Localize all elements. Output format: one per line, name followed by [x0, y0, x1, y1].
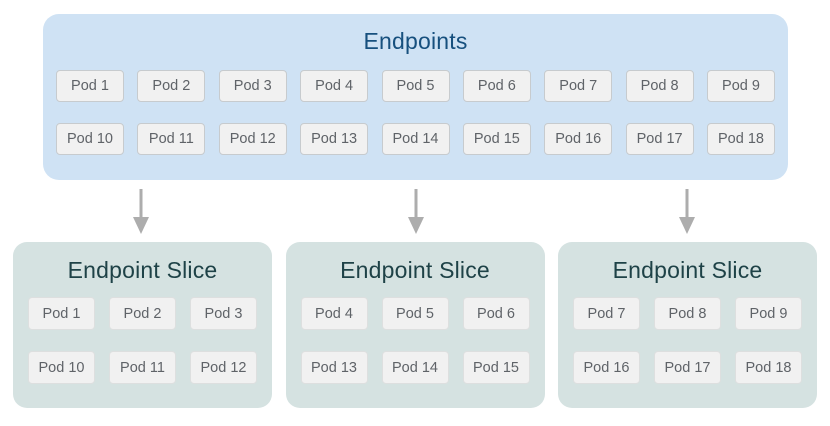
down-arrow-icon [133, 189, 149, 234]
pod-chip: Pod 16 [544, 123, 613, 155]
pod-chip: Pod 4 [300, 297, 368, 330]
slice-pod-row-1: Pod 7 Pod 8 Pod 9 [558, 297, 817, 330]
pod-chip: Pod 17 [625, 123, 694, 155]
pod-chip: Pod 13 [300, 123, 369, 155]
pod-chip: Pod 6 [462, 297, 530, 330]
pod-chip: Pod 7 [544, 70, 613, 102]
endpoint-slice-title: Endpoint Slice [67, 257, 218, 283]
endpoints-pod-row-1: Pod 1 Pod 2 Pod 3 Pod 4 Pod 5 Pod 6 Pod … [43, 70, 788, 102]
pod-chip: Pod 9 [735, 297, 802, 330]
pod-chip: Pod 18 [707, 123, 775, 155]
pod-chip: Pod 8 [625, 70, 694, 102]
endpoint-slice-box-2: Endpoint Slice Pod 4 Pod 5 Pod 6 Pod 13 … [285, 242, 545, 408]
pod-chip: Pod 2 [109, 297, 176, 330]
pod-chip: Pod 11 [137, 123, 206, 155]
slice-pod-row-2: Pod 13 Pod 14 Pod 15 [286, 351, 545, 384]
endpoint-slice-title: Endpoint Slice [612, 257, 763, 283]
endpoints-title: Endpoints [363, 28, 468, 54]
slice-pod-row-2: Pod 10 Pod 11 Pod 12 [13, 351, 272, 384]
pod-chip: Pod 1 [56, 70, 124, 102]
pod-chip: Pod 3 [218, 70, 287, 102]
pod-chip: Pod 5 [381, 297, 449, 330]
pod-chip: Pod 12 [218, 123, 287, 155]
arrows-row [0, 189, 830, 234]
pod-chip: Pod 14 [381, 351, 449, 384]
endpoint-slice-title: Endpoint Slice [340, 257, 490, 283]
slices-row: Endpoint Slice Pod 1 Pod 2 Pod 3 Pod 10 … [13, 242, 817, 408]
pod-chip: Pod 8 [654, 297, 721, 330]
pod-chip: Pod 15 [462, 351, 530, 384]
pod-chip: Pod 4 [300, 70, 369, 102]
slice-pod-row-2: Pod 16 Pod 17 Pod 18 [558, 351, 817, 384]
pod-chip: Pod 18 [735, 351, 802, 384]
pod-chip: Pod 13 [300, 351, 368, 384]
down-arrow-icon [679, 189, 695, 234]
pod-chip: Pod 3 [190, 297, 257, 330]
pod-chip: Pod 10 [56, 123, 124, 155]
pod-chip: Pod 16 [573, 351, 640, 384]
pod-chip: Pod 11 [109, 351, 176, 384]
pod-chip: Pod 15 [462, 123, 531, 155]
slice-pod-row-1: Pod 1 Pod 2 Pod 3 [13, 297, 272, 330]
pod-chip: Pod 6 [462, 70, 531, 102]
endpoint-slice-box-3: Endpoint Slice Pod 7 Pod 8 Pod 9 Pod 16 … [558, 242, 817, 408]
pod-chip: Pod 17 [654, 351, 721, 384]
slice-pod-row-1: Pod 4 Pod 5 Pod 6 [286, 297, 545, 330]
pod-chip: Pod 14 [381, 123, 450, 155]
pod-chip: Pod 10 [28, 351, 95, 384]
down-arrow-icon [408, 189, 424, 234]
pod-chip: Pod 12 [190, 351, 257, 384]
pod-chip: Pod 5 [381, 70, 450, 102]
endpoints-box: Endpoints Pod 1 Pod 2 Pod 3 Pod 4 Pod 5 … [43, 14, 788, 180]
endpoints-pod-row-2: Pod 10 Pod 11 Pod 12 Pod 13 Pod 14 Pod 1… [43, 123, 788, 155]
endpoint-slice-box-1: Endpoint Slice Pod 1 Pod 2 Pod 3 Pod 10 … [13, 242, 272, 408]
pod-chip: Pod 2 [137, 70, 206, 102]
pod-chip: Pod 9 [707, 70, 775, 102]
pod-chip: Pod 7 [573, 297, 640, 330]
pod-chip: Pod 1 [28, 297, 95, 330]
